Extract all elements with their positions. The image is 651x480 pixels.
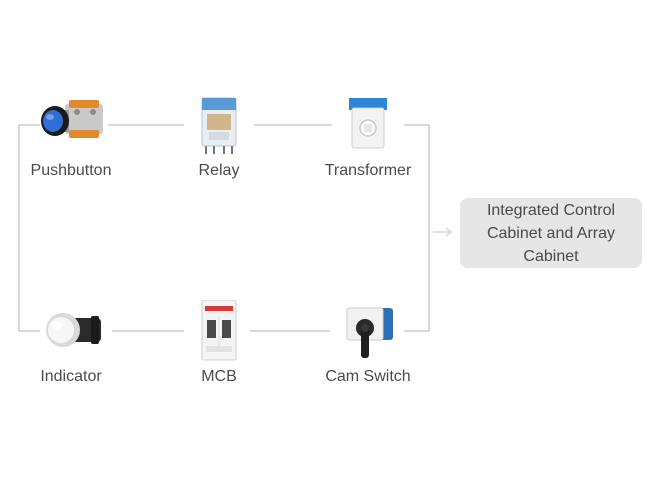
wire-left-vertical <box>18 124 20 332</box>
wire-mcb-camswitch <box>250 330 330 332</box>
pushbutton-icon <box>41 100 103 138</box>
relay-icon <box>201 97 237 154</box>
target-box: Integrated Control Cabinet and Array Cab… <box>460 198 642 268</box>
node-cam-switch: Cam Switch <box>313 300 423 386</box>
mcb-icon <box>201 300 237 361</box>
node-transformer: Transformer <box>313 94 423 180</box>
wire-bottom-left-stub <box>18 330 40 332</box>
node-label: Transformer <box>324 162 412 179</box>
transformer-icon <box>349 98 387 149</box>
node-indicator: Indicator <box>16 300 126 386</box>
node-pushbutton: Pushbutton <box>16 94 126 180</box>
node-mcb: MCB <box>164 300 274 386</box>
target-label: Integrated Control Cabinet and Array Cab… <box>486 201 616 265</box>
wire-pushbutton-relay <box>108 124 184 126</box>
node-label: Indicator <box>40 368 102 385</box>
wire-top-left-stub <box>18 124 40 126</box>
indicator-icon <box>46 313 101 347</box>
node-relay: Relay <box>164 94 274 180</box>
node-label: Cam Switch <box>325 368 411 385</box>
wire-transformer-right <box>404 124 430 126</box>
node-label: Pushbutton <box>30 162 112 179</box>
wire-indicator-mcb <box>112 330 184 332</box>
wire-right-vertical <box>428 124 430 332</box>
wire-camswitch-right <box>404 330 430 332</box>
wire-relay-transformer <box>254 124 332 126</box>
node-label: Relay <box>198 162 240 179</box>
cam-switch-icon <box>346 307 393 358</box>
arrow-icon <box>433 227 453 237</box>
node-label: MCB <box>201 368 237 385</box>
